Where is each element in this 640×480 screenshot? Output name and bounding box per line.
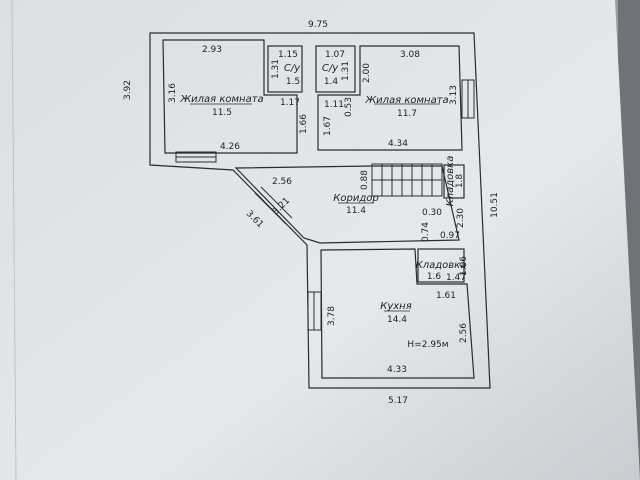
bath-right-top: 1.07 — [325, 50, 345, 60]
dim-overall-width: 9.75 — [308, 20, 328, 30]
kitchen-area: 14.4 — [387, 315, 407, 325]
living-right-room — [317, 45, 463, 151]
kitchen-left: 3.78 — [327, 306, 337, 326]
living-left-area: 11.5 — [212, 108, 232, 118]
kitchen-right: 2.56 — [459, 323, 469, 343]
kitchen-room — [320, 248, 475, 379]
living-right-left: 2.00 — [362, 63, 372, 83]
living-right-inner: 1.67 — [323, 116, 333, 136]
windows — [175, 79, 475, 331]
closet-upper-name: Кладовка — [445, 156, 456, 207]
corridor-d2: 0.74 — [421, 222, 431, 242]
staircase — [371, 163, 443, 197]
corridor-d1: 0.30 — [422, 208, 442, 218]
corridor-d3: 0.97 — [440, 231, 460, 241]
closet-lower-h: 1.06 — [459, 256, 469, 276]
living-left-bottom: 4.26 — [220, 142, 240, 152]
kitchen-top: 1.61 — [436, 291, 456, 301]
living-right-name: Жилая комната — [364, 95, 448, 106]
label-underlines — [190, 103, 440, 312]
living-right-right: 3.13 — [449, 85, 459, 105]
bath-left-room — [267, 45, 303, 93]
living-left-room — [162, 39, 298, 154]
bath-right-name: С/у — [322, 63, 339, 74]
closet-lower-w: 1.47 — [446, 273, 466, 283]
corridor-d4: 2.30 — [456, 208, 466, 228]
dim-bottom-width: 5.17 — [388, 396, 408, 406]
living-right-bottom: 4.34 — [388, 139, 408, 149]
living-right-top: 3.08 — [400, 50, 420, 60]
corridor-top: 2.56 — [272, 177, 292, 187]
bath-right-side: 1.31 — [341, 61, 351, 81]
closet-upper-area: 1.8 — [455, 174, 465, 189]
dim-left-side: 3.92 — [123, 80, 133, 100]
kitchen-name: Кухня — [380, 301, 412, 312]
bath-right-area: 1.4 — [324, 77, 339, 87]
bath-right-room — [315, 45, 356, 93]
closet-lower-area: 1.6 — [427, 272, 442, 282]
bath-left-side: 1.31 — [271, 59, 281, 79]
living-left-inner: 1.17 — [280, 98, 300, 108]
bath-right-below: 1.11 — [324, 100, 344, 110]
bath-left-top: 1.15 — [278, 50, 298, 60]
living-left-top: 2.93 — [202, 45, 222, 55]
living-left-right: 1.66 — [299, 114, 309, 134]
closet-lower-room — [417, 248, 465, 283]
closet-upper-room — [443, 164, 465, 199]
living-left-name: Жилая комната — [179, 94, 263, 105]
living-right-area: 11.7 — [397, 109, 417, 119]
corridor-name: Коридор — [333, 193, 378, 204]
kitchen-bottom: 4.33 — [387, 365, 407, 375]
bath-right-below-side: 0.53 — [344, 97, 354, 117]
bath-left-area: 1.5 — [286, 77, 300, 87]
dim-overall-depth: 10.51 — [490, 192, 500, 218]
bath-left-name: С/у — [284, 63, 301, 74]
kitchen-height: H=2.95м — [407, 340, 448, 350]
living-left-left: 3.16 — [168, 83, 178, 103]
corridor-step: 0.88 — [360, 170, 370, 190]
closet-lower-name: Кладовка — [416, 260, 467, 271]
corridor-area: 11.4 — [346, 206, 366, 216]
paper-fold-line — [11, 0, 17, 480]
